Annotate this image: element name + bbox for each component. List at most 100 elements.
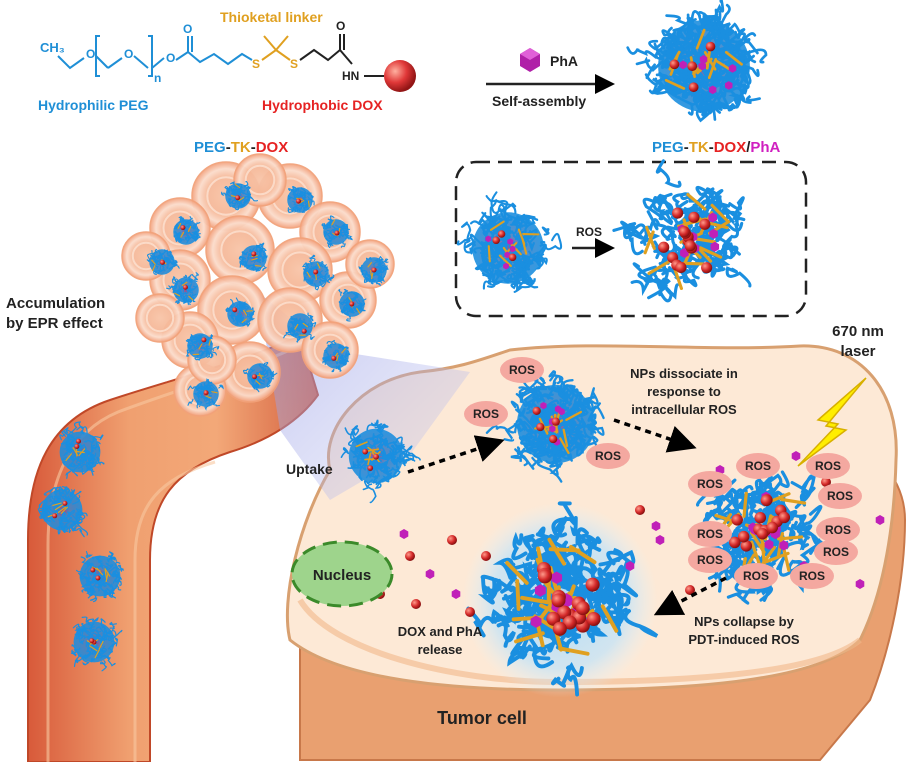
repeat-n: n (154, 71, 161, 85)
oxygen-1: O (86, 47, 95, 61)
epr-label-line1: Accumulation (6, 295, 105, 312)
sulfur-1: S (252, 57, 260, 71)
self-assembly-label: Self-assembly (492, 93, 586, 109)
tumor-nanoparticle (238, 242, 268, 272)
uptake-nanoparticle (340, 419, 421, 504)
ros-badge: ROS (734, 563, 778, 589)
tumor-nanoparticle (187, 378, 224, 411)
peg-tk-dox-name: PEG-TK-DOX (194, 139, 288, 156)
collapsed-nanoparticle (462, 501, 659, 698)
amide-hn: HN (342, 69, 359, 83)
pha-reagent-label: PhA (550, 53, 578, 69)
ros-badge: ROS (500, 357, 544, 383)
vessel-nanoparticle (70, 616, 123, 672)
released-drugs (375, 451, 885, 617)
ros-badge-label: ROS (815, 459, 841, 473)
tumor-nanoparticle (225, 297, 255, 328)
ros-badge: ROS (806, 453, 850, 479)
ch3-label: CH₃ (40, 40, 65, 55)
inset-intact-nanoparticle (456, 191, 563, 293)
tumor-nanoparticle (146, 248, 180, 276)
assembled-nanoparticle (626, 0, 768, 123)
tumor-nanoparticle (242, 361, 278, 393)
laser-bolt-icon (797, 377, 867, 467)
epr-label-line2: by EPR effect (6, 315, 103, 332)
vessel-nanoparticle (76, 551, 124, 603)
dissociate-line2: response to (647, 384, 721, 399)
tumor-nanoparticle (358, 255, 389, 286)
ros-badge-label: ROS (473, 407, 499, 421)
intracellular-nanoparticle (485, 370, 608, 483)
ros-badge-label: ROS (697, 553, 723, 567)
collapse-line2: PDT-induced ROS (688, 632, 800, 647)
tumor-cell-label: Tumor cell (437, 708, 527, 728)
ros-badge-label: ROS (799, 569, 825, 583)
ros-badge: ROS (736, 453, 780, 479)
peg-tk-dox-pha-name: PEG-TK-DOX/PhA (652, 139, 781, 156)
dissociate-arrow (613, 418, 697, 453)
ros-badge: ROS (790, 563, 834, 589)
tumor-nanoparticle (173, 216, 201, 245)
peg-bracket-right (148, 35, 153, 77)
dissociate-line1: NPs dissociate in (630, 366, 738, 381)
nucleus-label: Nucleus (313, 567, 371, 584)
thioketal-linker-label: Thioketal linker (220, 9, 323, 25)
uptake-label: Uptake (286, 461, 333, 477)
laser-label-line2: laser (840, 343, 875, 360)
ros-badge: ROS (818, 483, 862, 509)
release-line1: DOX and PhA (398, 624, 483, 639)
oxygen-3: O (166, 51, 175, 65)
tumor-nanoparticle (220, 181, 258, 211)
ros-badge-label: ROS (509, 363, 535, 377)
ros-badge: ROS (816, 517, 860, 543)
tumor-nanoparticle (321, 215, 353, 249)
tumor-nanoparticle (287, 186, 315, 214)
sulfur-2: S (290, 57, 298, 71)
dox-ball-icon (384, 60, 416, 92)
ros-badge: ROS (688, 547, 732, 573)
ros-badge-label: ROS (697, 477, 723, 491)
ros-badge: ROS (814, 539, 858, 565)
inset-dissociated-nanoparticle (612, 159, 752, 303)
inset-ros-label: ROS (576, 225, 602, 239)
nucleus (290, 540, 394, 608)
collapse-arrow (653, 576, 727, 616)
ros-badge-layer: ROS ROS ROS ROS ROS ROS ROS ROS ROS ROS ROS ROS ROS (464, 357, 862, 589)
ros-badge-label: ROS (745, 459, 771, 473)
ros-badge-label: ROS (823, 545, 849, 559)
ros-badge: ROS (688, 521, 732, 547)
tumor-nanoparticle (322, 339, 351, 373)
hydrophobic-dox-label: Hydrophobic DOX (262, 97, 383, 113)
tumor-nanoparticle (302, 254, 335, 291)
hydrophilic-peg-label: Hydrophilic PEG (38, 97, 149, 113)
uptake-arrow (407, 435, 505, 474)
nanoparticle-layer (37, 0, 885, 698)
ros-badge-label: ROS (697, 527, 723, 541)
ros-badge-label: ROS (827, 489, 853, 503)
ros-badge-label: ROS (743, 569, 769, 583)
ros-badge: ROS (464, 401, 508, 427)
dissociate-line3: intracellular ROS (631, 402, 737, 417)
collapse-line1: NPs collapse by (694, 614, 794, 629)
tumor-nanoparticle (185, 333, 220, 361)
blood-vessel (27, 333, 320, 762)
ros-badge: ROS (586, 443, 630, 469)
peg-bracket-left (95, 35, 100, 77)
ros-badge-label: ROS (595, 449, 621, 463)
ros-badge: ROS (688, 471, 732, 497)
release-line2: release (418, 642, 463, 657)
vessel-nanoparticle (37, 486, 89, 538)
tumor-nanoparticle (283, 312, 317, 343)
carbonyl-oxygen-1: O (183, 22, 192, 36)
tumor-nanoparticle (338, 288, 367, 322)
self-assembly-step: PhA Self-assembly (486, 48, 615, 109)
laser-label-line1: 670 nm (832, 323, 884, 340)
carbonyl-oxygen-2: O (336, 19, 345, 33)
vessel-nanoparticle (59, 421, 105, 479)
chemical-structure: CH₃ O O n O O S S O HN Thioketal linker … (38, 9, 416, 113)
tumor-nanoparticle (166, 272, 199, 306)
ros-badge-label: ROS (825, 523, 851, 537)
oxygen-2: O (124, 47, 133, 61)
